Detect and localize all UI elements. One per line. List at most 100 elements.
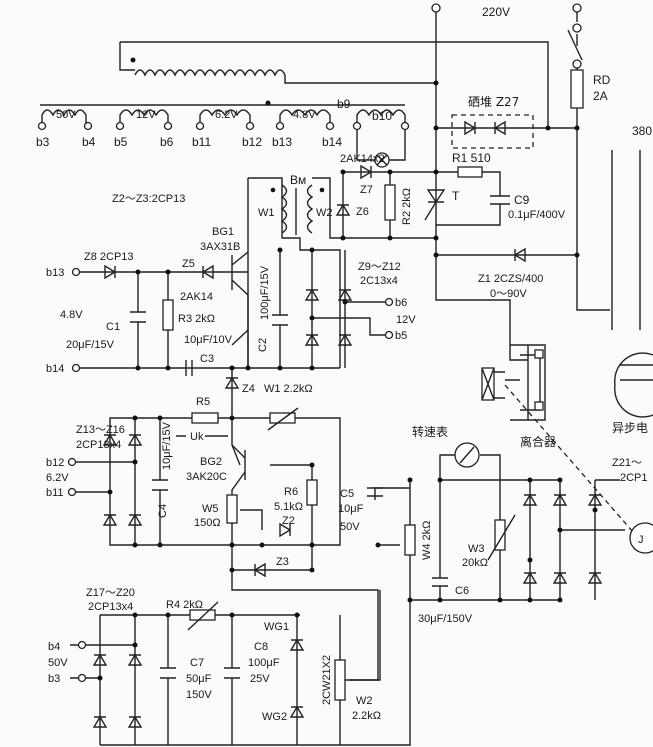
components (37, 3, 653, 728)
potentiometer-w5 (226, 494, 238, 524)
label-c9-value: 0.1μF/400V (508, 209, 566, 221)
label-uk: Uk (190, 431, 204, 443)
label-c3-value: 10μF/10V (184, 334, 233, 346)
transistor-bg1 (231, 251, 249, 368)
label-2cw21x2: 2CW21X2 (321, 655, 333, 705)
label-b11-terminal: b11 (46, 487, 64, 499)
label-c6-value: 30μF/150V (418, 613, 473, 625)
label-z6: Z6 (356, 206, 369, 218)
resistor-r6 (306, 479, 318, 506)
label-bg2: BG2 (200, 456, 222, 468)
label-z21: Z21～ (612, 457, 642, 469)
label-z9-z12: Z9～Z12 (358, 261, 401, 273)
transistor-bg2 (231, 444, 246, 500)
potentiometer-w3 (494, 519, 506, 551)
label-2ak14x2: 2AK14x2 (340, 153, 385, 165)
label-b9: b9 (337, 97, 351, 111)
label-b5-terminal: b5 (395, 330, 407, 342)
label-z13-z16: Z13～Z16 (76, 424, 125, 436)
label-b13-terminal: b13 (46, 267, 64, 279)
label-c8: C8 (254, 641, 268, 653)
label-wg2: WG2 (262, 711, 287, 723)
label-b3: b3 (36, 135, 50, 149)
label-4-8v-input: 4.8V (60, 309, 83, 321)
thyristor-t (424, 189, 446, 221)
label-b12-terminal: b12 (46, 457, 64, 469)
label-bm: Bм (290, 173, 306, 187)
resistor-r5 (191, 412, 219, 424)
label-r2: R2 2kΩ (401, 188, 413, 225)
label-c5-value: 10μF (338, 503, 364, 515)
label-r1: R1 510 (452, 151, 491, 165)
terminal-220v-a (431, 3, 441, 13)
label-2ak14: 2AK14 (180, 291, 213, 303)
lamp-icon (374, 152, 390, 168)
label-rd: RD (593, 73, 611, 87)
label-w2-value: 2.2kΩ (352, 710, 381, 722)
potentiometer-w1 (269, 412, 296, 424)
label-wg1: WG1 (264, 621, 289, 633)
label-b10: b10 (372, 109, 392, 123)
label-z1-range: 0～90V (490, 288, 527, 300)
label-50v: 50V (56, 109, 76, 121)
resistor-r2 (384, 184, 396, 221)
label-z5: Z5 (182, 258, 195, 270)
label-w1-transformer: W1 (258, 207, 275, 219)
label-z2: Z2 (282, 515, 295, 527)
label-z2-z3-note: Z2～Z3:2CP13 (112, 193, 185, 205)
secondary-windings (37, 100, 410, 168)
label-b3-terminal: b3 (48, 673, 60, 685)
label-c2-value: 100μF/15V (259, 265, 271, 320)
labels: 220V RD 2A 380 50V 12V 6.2V 4.8V b3 b4 b… (36, 5, 652, 723)
label-w5-value: 150Ω (194, 517, 221, 529)
label-w2-pot: W2 (356, 695, 373, 707)
resistor-r1 (457, 166, 483, 178)
label-c9: C9 (514, 193, 530, 207)
potentiometer-w4 (404, 524, 416, 556)
label-c3: C3 (200, 353, 214, 365)
label-c1: C1 (106, 321, 120, 333)
pulse-transformer-bm (270, 184, 325, 235)
label-w5: W5 (202, 503, 219, 515)
label-motor: 异步电 (612, 421, 648, 435)
label-b4: b4 (82, 135, 96, 149)
label-z8: Z8 2CP13 (84, 251, 134, 263)
label-b13: b13 (272, 135, 292, 149)
label-380: 380 (632, 124, 652, 138)
label-2cp1: 2CP1 (620, 472, 648, 484)
label-2cp13x4-a: 2CP13x4 (76, 439, 121, 451)
label-6-2v-input: 6.2V (46, 472, 69, 484)
label-2c13x4: 2C13x4 (360, 275, 398, 287)
label-b5: b5 (114, 135, 128, 149)
label-w2-transformer: W2 (316, 207, 333, 219)
tachometer-icon (454, 442, 480, 468)
label-c4: C4 (157, 504, 169, 518)
label-c2: C2 (257, 338, 269, 352)
label-2cp13x4-b: 2CP13x4 (88, 601, 133, 613)
label-c4-value: 10μF/15V (161, 421, 173, 470)
label-12v-input: 12V (396, 314, 416, 326)
label-c8-voltage: 25V (250, 673, 270, 685)
label-j: J (638, 534, 644, 546)
label-b6: b6 (160, 135, 174, 149)
label-bg1: BG1 (212, 226, 234, 238)
label-w1-pot: W1 2.2kΩ (264, 383, 313, 395)
label-c5: C5 (340, 488, 354, 500)
label-r3: R3 2kΩ (178, 313, 215, 325)
terminal-220v-b (572, 3, 582, 13)
label-r6: R6 (284, 486, 298, 498)
label-4-8v: 4.8V (293, 109, 316, 121)
label-c7: C7 (190, 657, 204, 669)
label-w3-value: 20kΩ (462, 557, 488, 569)
potentiometer-r4 (189, 609, 216, 621)
label-b11: b11 (192, 135, 211, 149)
label-z27: 硒堆 Z27 (468, 95, 519, 109)
label-w4: W4 2kΩ (421, 521, 433, 560)
label-b14-terminal: b14 (46, 363, 64, 375)
label-6-2v: 6.2V (215, 109, 238, 121)
label-r5: R5 (196, 396, 210, 408)
resistor-r3 (162, 299, 174, 331)
fuse-rd (570, 69, 584, 109)
